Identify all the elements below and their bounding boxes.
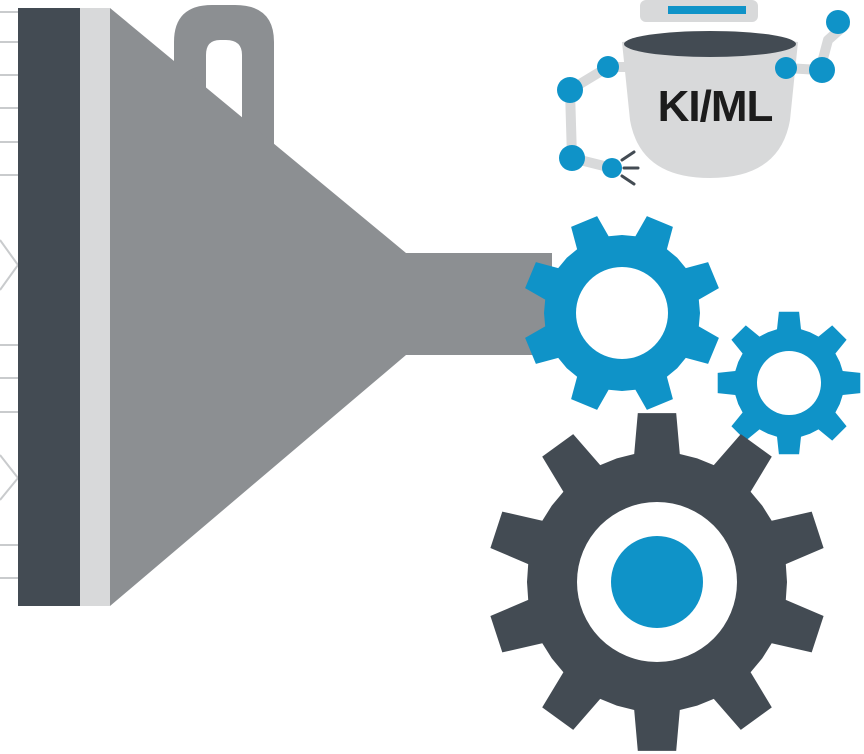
funnel-rim-light — [80, 8, 110, 606]
gear-icon-blue-large — [525, 216, 719, 410]
gear-icon-dark-large — [490, 413, 823, 751]
funnel-body — [110, 8, 552, 606]
robot-label: KI/ML — [640, 82, 790, 132]
funnel-icon — [18, 5, 552, 606]
gear-icon-blue-small — [718, 312, 861, 455]
gears-group — [490, 216, 860, 751]
funnel-rim-dark — [18, 8, 80, 606]
input-lines — [0, 12, 18, 578]
